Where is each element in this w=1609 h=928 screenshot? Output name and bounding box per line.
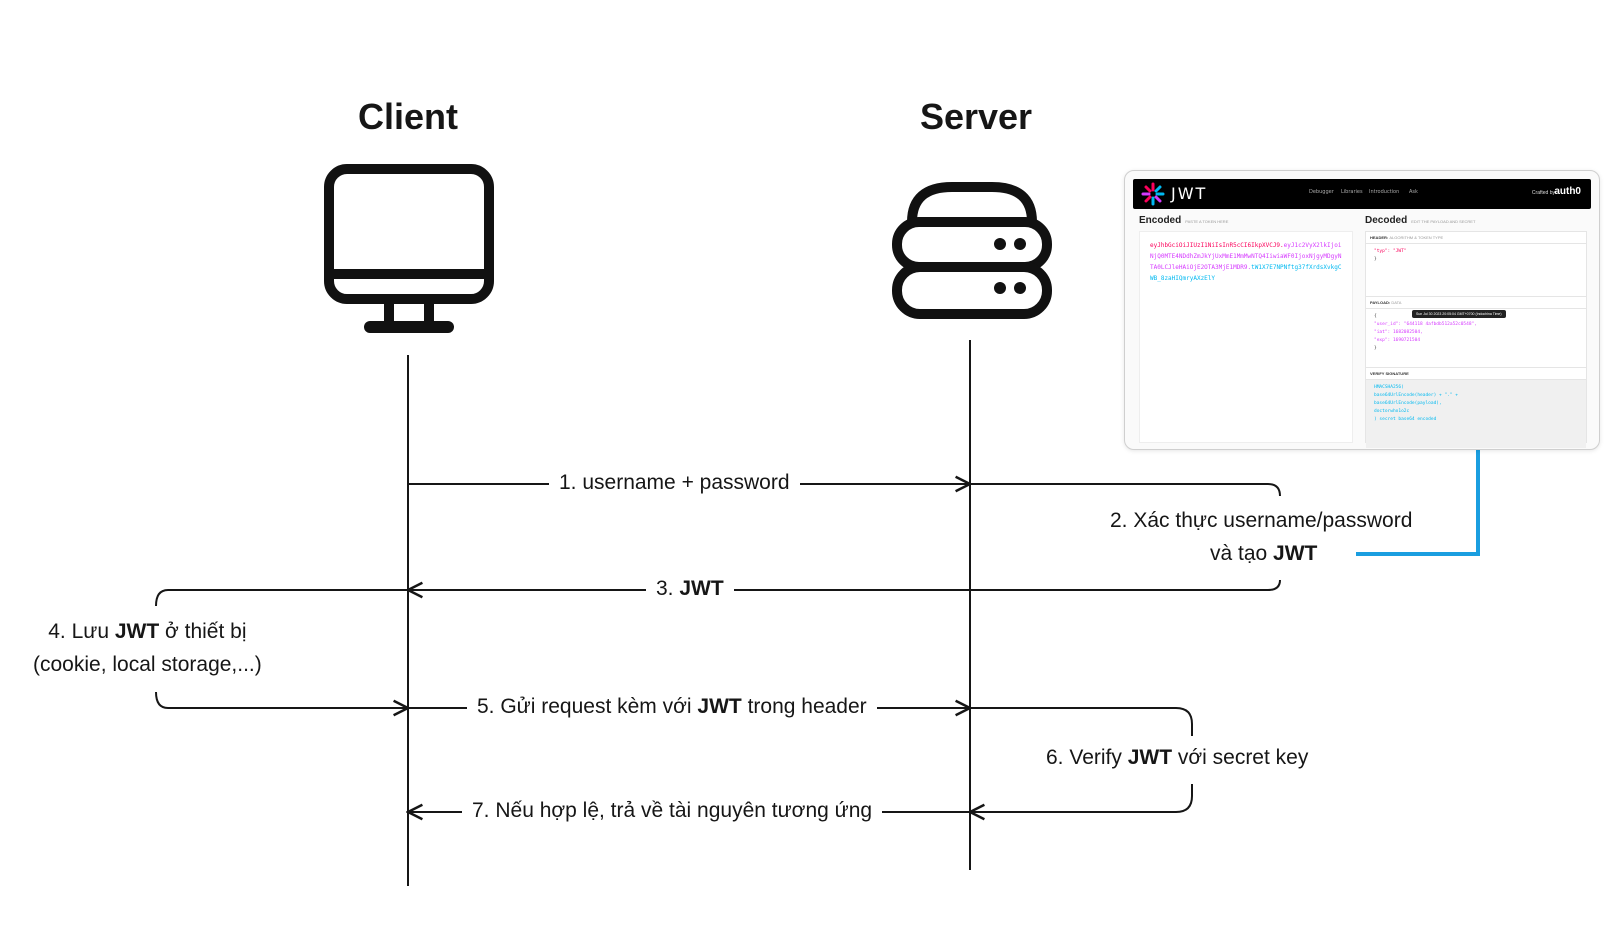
- loop-6: [970, 707, 1193, 812]
- message-5: 5. Gửi request kèm với JWT trong header: [467, 695, 877, 719]
- payload-sub: DATA: [1391, 300, 1402, 305]
- message-4: 4. Lưu JWT ở thiết bị (cookie, local sto…: [33, 615, 262, 681]
- monitor-icon: [324, 164, 494, 333]
- payload-json: { "user_id": "644118 4afbdb512a52c0548",…: [1366, 309, 1586, 367]
- message-2-line1: 2. Xác thực username/password: [1110, 509, 1413, 532]
- signature-line: doctorwho1o2c: [1374, 409, 1410, 414]
- header-sub: ALGORITHM & TOKEN TYPE: [1389, 235, 1444, 240]
- jwt-nav-libraries: Libraries: [1341, 189, 1363, 195]
- payload-json-line: {: [1374, 314, 1377, 319]
- header-section-label: HEADER: ALGORITHM & TOKEN TYPE: [1366, 232, 1586, 244]
- jwt-nav-debugger: Debugger: [1309, 189, 1334, 195]
- message-6-text-a: 6. Verify: [1046, 746, 1128, 769]
- message-3: 3. JWT: [646, 577, 734, 601]
- message-5-bold: JWT: [697, 695, 742, 718]
- message-4-bold: JWT: [114, 620, 160, 643]
- auth0-logo: auth0: [1554, 186, 1581, 197]
- decoded-panel: HEADER: ALGORITHM & TOKEN TYPE "typ": "J…: [1365, 231, 1587, 448]
- token-payload-a: ey: [1283, 242, 1291, 249]
- jwt-nav-introduction: Introduction: [1369, 189, 1400, 195]
- message-4-line1: 4. Lưu JWT ở thiết bị: [33, 615, 262, 648]
- jwt-crafted-by: Crafted by: [1531, 190, 1555, 196]
- message-5-text-a: 5. Gửi request kèm với: [477, 695, 698, 718]
- header-json-line: "typ": "JWT": [1374, 249, 1407, 254]
- decoded-title-text: Decoded: [1365, 215, 1408, 226]
- message-1: 1. username + password: [549, 471, 800, 495]
- encoded-title-text: Encoded: [1139, 215, 1182, 226]
- message-2-line2: và tạo JWT: [1110, 537, 1412, 570]
- decoded-subtitle: EDIT THE PAYLOAD AND SECRET: [1411, 219, 1476, 224]
- token-signature: tW1X7E7NPNftg37fXrdsXvkgCWB_8zaHIQmryAXz…: [1150, 264, 1342, 282]
- message-7: 7. Nếu hợp lệ, trả về tài nguyên tương ứ…: [462, 799, 883, 823]
- signature-line: HMACSHA256(: [1374, 385, 1404, 390]
- client-title: Client: [357, 96, 458, 137]
- token-payload-b: J1c2VyX2lkIjoiNjQ0MTE4NDdhZmJkYjUxMmE1Mm…: [1150, 242, 1342, 271]
- token-header: eyJhbGciOiJIUzI1NiIsInR5cCI6IkpXVCJ9.: [1150, 242, 1284, 249]
- payload-json-line: "user_id": "644118 4afbdb512a52c0548",: [1374, 322, 1477, 327]
- encoded-token: eyJhbGciOiJIUzI1NiIsInR5cCI6IkpXVCJ9.eyJ…: [1140, 232, 1352, 292]
- payload-json-line: }: [1374, 346, 1377, 351]
- message-4-text-b: ở thiết bị: [159, 620, 247, 643]
- signature-section-label: VERIFY SIGNATURE: [1366, 367, 1586, 380]
- payload-json-line: "iat": 1682082504,: [1374, 330, 1423, 335]
- jwt-debugger-screenshot: JWT Debugger Libraries Introduction Ask …: [1124, 170, 1600, 450]
- encoded-token-box: eyJhbGciOiJIUzI1NiIsInR5cCI6IkpXVCJ9.eyJ…: [1139, 231, 1353, 443]
- message-6-bold: JWT: [1127, 746, 1173, 769]
- signature-line: base64UrlEncode(payload),: [1374, 401, 1442, 406]
- payload-label: PAYLOAD:: [1370, 300, 1391, 305]
- jwt-nav-ask: Ask: [1409, 189, 1418, 195]
- message-6-text-b: với secret key: [1172, 746, 1309, 769]
- encoded-subtitle: PASTE A TOKEN HERE: [1185, 219, 1229, 224]
- arrow-2-3: [408, 483, 1281, 590]
- message-4-text-a: 4. Lưu: [48, 620, 115, 643]
- screenshot-connector: [1356, 450, 1480, 556]
- message-2-text: và tạo: [1210, 542, 1274, 565]
- message-5-text-b: trong header: [741, 695, 867, 718]
- jwt-navbar: JWT Debugger Libraries Introduction Ask …: [1133, 179, 1591, 209]
- server-title: Server: [919, 96, 1033, 137]
- message-2: 2. Xác thực username/password và tạo JWT: [1110, 504, 1412, 570]
- payload-tooltip: Sun Jul 30 2023 20:05:04 GMT+0700 (Indoc…: [1412, 310, 1506, 318]
- message-3-text: 3.: [656, 577, 680, 600]
- header-label: HEADER:: [1370, 235, 1389, 240]
- server-icon: [892, 182, 1052, 319]
- message-3-bold: JWT: [679, 577, 724, 600]
- jwt-logo-text: JWT: [1171, 184, 1208, 203]
- jwt-logo-icon: [1141, 182, 1165, 206]
- signature-line: base64UrlEncode(header) + "." +: [1374, 393, 1458, 398]
- payload-json-line: "exp": 1690721504: [1374, 338, 1421, 343]
- signature-line: ) secret base64 encoded: [1374, 417, 1437, 422]
- message-6: 6. Verify JWT với secret key: [1036, 746, 1318, 770]
- signature-body: HMACSHA256( base64UrlEncode(header) + ".…: [1366, 380, 1586, 448]
- header-json: "typ": "JWT" }: [1366, 244, 1586, 296]
- payload-section-label: PAYLOAD: DATA: [1366, 296, 1586, 309]
- message-4-line2: (cookie, local storage,...): [33, 653, 262, 676]
- message-2-bold: JWT: [1273, 542, 1318, 565]
- loop-4: [155, 589, 408, 708]
- header-json-line: }: [1374, 257, 1377, 262]
